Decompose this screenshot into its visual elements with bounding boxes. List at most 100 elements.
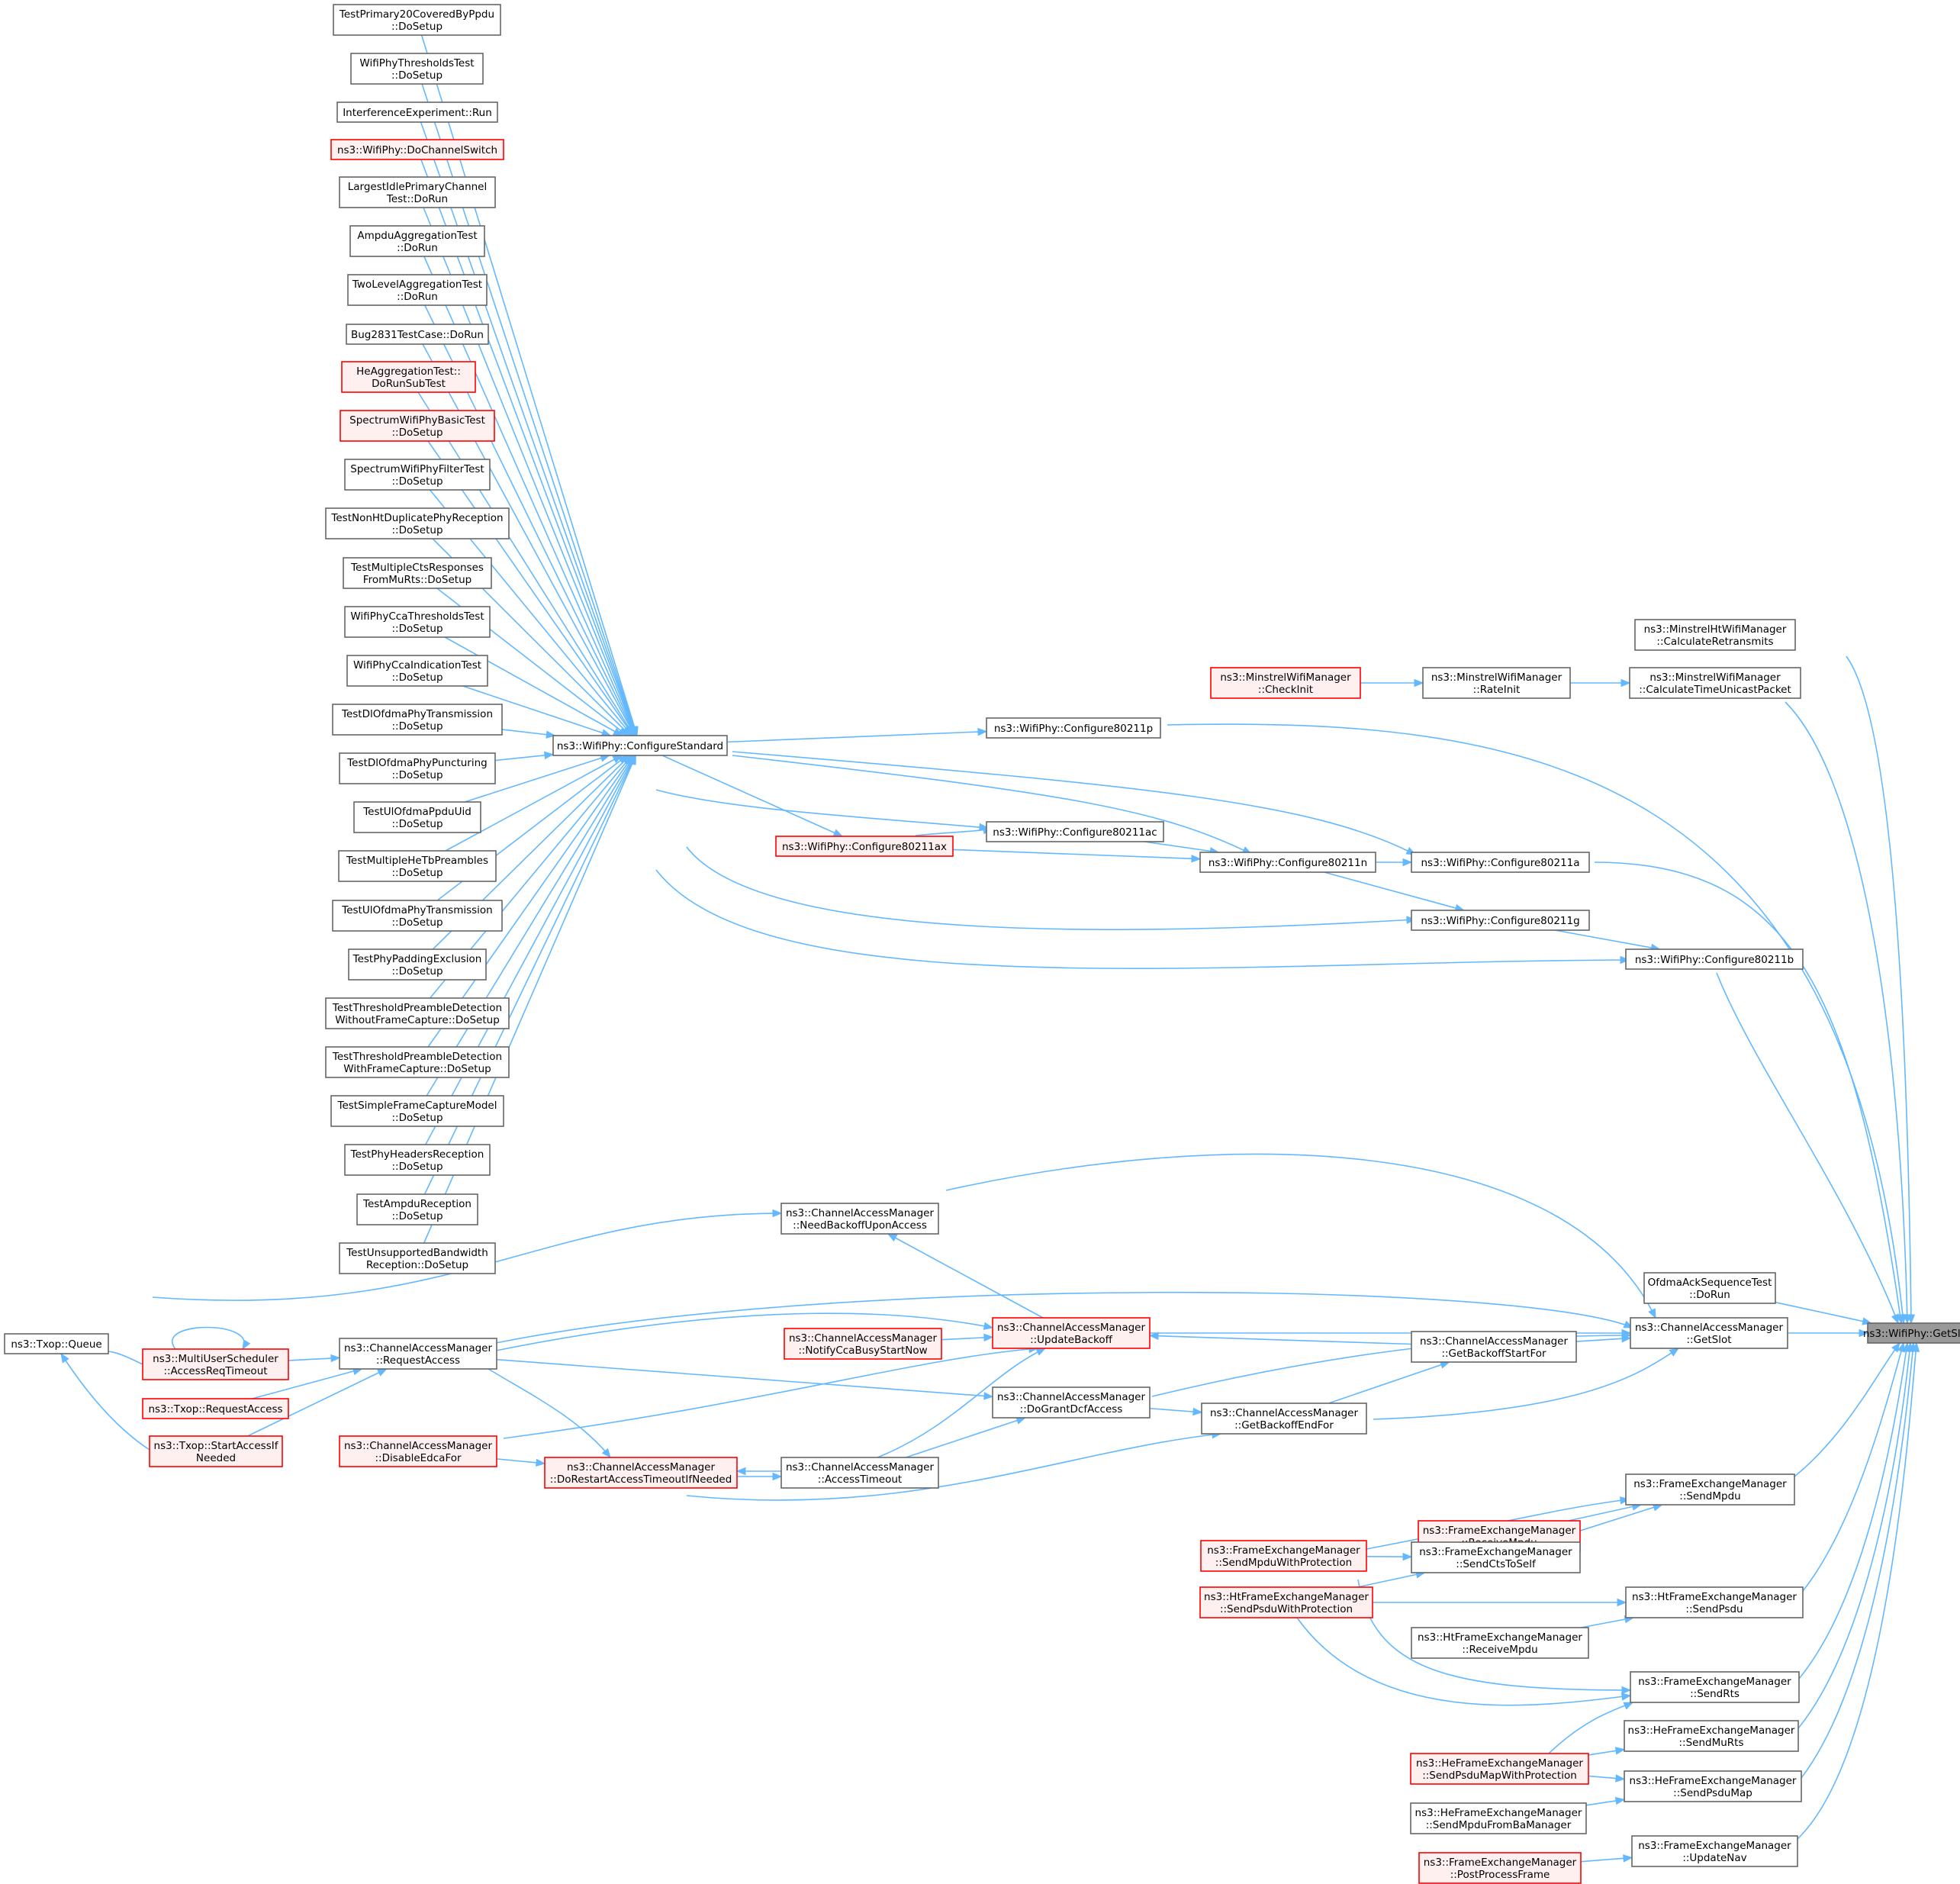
node-box[interactable] [1411, 1627, 1589, 1659]
node-t-dochsw[interactable]: ns3::WifiPhy::DoChannelSwitch [330, 139, 504, 160]
node-txop-req[interactable]: ns3::Txop::RequestAccess [142, 1398, 289, 1419]
node-t-twolvl[interactable]: TwoLevelAggregationTest::DoRun [347, 274, 488, 306]
node-mus-acc[interactable]: ns3::MultiUserScheduler::AccessReqTimeou… [142, 1348, 289, 1380]
node-box[interactable] [780, 1457, 939, 1489]
node-box[interactable] [1630, 1317, 1788, 1349]
node-box[interactable] [325, 507, 510, 539]
node-cfg-b[interactable]: ns3::WifiPhy::Configure80211b [1625, 948, 1804, 970]
node-t-phyhdr[interactable]: TestPhyHeadersReception::DoSetup [344, 1144, 491, 1176]
node-box[interactable] [1867, 1322, 1960, 1344]
node-t-multcts[interactable]: TestMultipleCtsResponsesFromMuRts::DoSet… [343, 557, 492, 589]
node-box[interactable] [784, 1328, 942, 1360]
node-t-thrw[interactable]: TestThresholdPreambleDetectionWithFrameC… [325, 1046, 510, 1078]
node-cfg-n[interactable]: ns3::WifiPhy::Configure80211n [1199, 852, 1376, 873]
node-box[interactable] [986, 717, 1161, 739]
node-box[interactable] [353, 801, 481, 833]
node-box[interactable] [1410, 1753, 1589, 1785]
node-hefem-smfba[interactable]: ns3::HeFrameExchangeManager::SendMpduFro… [1410, 1802, 1587, 1834]
node-t-ccathr[interactable]: WifiPhyCcaThresholdsTest::DoSetup [344, 606, 491, 638]
node-getslot[interactable]: ns3::WifiPhy::GetSlot [1863, 1322, 1960, 1344]
node-cam-getslot[interactable]: ns3::ChannelAccessManager::GetSlot [1630, 1317, 1788, 1349]
node-box[interactable] [142, 1348, 289, 1380]
node-box[interactable] [332, 900, 503, 932]
node-t-thr[interactable]: WifiPhyThresholdsTest::DoSetup [350, 53, 484, 85]
node-cfg-p[interactable]: ns3::WifiPhy::Configure80211p [986, 717, 1161, 739]
node-box[interactable] [1630, 1671, 1800, 1703]
node-cam-reqacc[interactable]: ns3::ChannelAccessManager::RequestAccess [339, 1338, 497, 1370]
node-hefem-murts[interactable]: ns3::HeFrameExchangeManager::SendMuRts [1624, 1720, 1799, 1752]
node-cam-dorestart[interactable]: ns3::ChannelAccessManager::DoRestartAcce… [544, 1457, 738, 1489]
node-box[interactable] [339, 1435, 497, 1467]
node-box[interactable] [544, 1457, 738, 1489]
node-t-ulppdu[interactable]: TestUlOfdmaPpduUid::DoSetup [353, 801, 481, 833]
node-cfg-g[interactable]: ns3::WifiPhy::Configure80211g [1411, 910, 1590, 931]
node-hefem-spmwp[interactable]: ns3::HeFrameExchangeManager::SendPsduMap… [1410, 1753, 1589, 1785]
node-box[interactable] [780, 1203, 939, 1235]
node-box[interactable] [339, 1242, 496, 1274]
node-box[interactable] [1411, 1331, 1577, 1363]
node-box[interactable] [986, 821, 1164, 842]
node-box[interactable] [992, 1317, 1151, 1349]
node-t-specfilt[interactable]: SpectrumWifiPhyFilterTest::DoSetup [344, 459, 491, 491]
node-box[interactable] [336, 101, 498, 123]
node-box[interactable] [4, 1333, 109, 1354]
node-cam-gbostart[interactable]: ns3::ChannelAccessManager::GetBackoffSta… [1411, 1331, 1577, 1363]
node-t-thrwo[interactable]: TestThresholdPreambleDetectionWithoutFra… [325, 997, 510, 1029]
node-box[interactable] [341, 361, 476, 393]
node-t-p20[interactable]: TestPrimary20CoveredByPpdu::DoSetup [333, 4, 501, 36]
node-t-dltx[interactable]: TestDlOfdmaPhyTransmission::DoSetup [332, 704, 503, 736]
node-box[interactable] [1625, 948, 1804, 970]
node-box[interactable] [332, 704, 503, 736]
node-fem-smwp[interactable]: ns3::FrameExchangeManager::SendMpduWithP… [1200, 1540, 1367, 1572]
node-box[interactable] [149, 1435, 283, 1467]
node-fem-updnav[interactable]: ns3::FrameExchangeManager::UpdateNav [1631, 1835, 1798, 1867]
node-t-ultx[interactable]: TestUlOfdmaPhyTransmission::DoSetup [332, 900, 503, 932]
node-fem-ppf[interactable]: ns3::FrameExchangeManager::PostProcessFr… [1418, 1852, 1582, 1884]
node-txop-queue[interactable]: ns3::Txop::Queue [4, 1333, 109, 1354]
node-box[interactable] [349, 225, 485, 257]
node-box[interactable] [1200, 1540, 1367, 1572]
node-box[interactable] [356, 1193, 478, 1225]
node-box[interactable] [325, 1046, 510, 1078]
node-cfg-a[interactable]: ns3::WifiPhy::Configure80211a [1411, 852, 1590, 873]
node-box[interactable] [325, 997, 510, 1029]
node-box[interactable] [348, 948, 487, 981]
node-box[interactable] [333, 4, 501, 36]
node-t-hetb[interactable]: TestMultipleHeTbPreambles::DoSetup [338, 850, 497, 882]
node-htfem-spwp[interactable]: ns3::HtFrameExchangeManager::SendPsduWit… [1199, 1586, 1373, 1618]
node-box[interactable] [346, 324, 489, 345]
node-t-padd[interactable]: TestPhyPaddingExclusion::DoSetup [348, 948, 487, 981]
node-box[interactable] [1201, 1403, 1367, 1435]
node-box[interactable] [1199, 852, 1376, 873]
node-cam-notcca[interactable]: ns3::ChannelAccessManager::NotifyCcaBusy… [784, 1328, 942, 1360]
node-box[interactable] [1625, 1586, 1804, 1618]
node-box[interactable] [1210, 667, 1361, 699]
node-t-specbasic[interactable]: SpectrumWifiPhyBasicTest::DoSetup [340, 410, 495, 442]
node-box[interactable] [339, 752, 496, 784]
node-box[interactable] [775, 836, 954, 857]
node-box[interactable] [344, 1144, 491, 1176]
node-fem-sendmpdu[interactable]: ns3::FrameExchangeManager::SendMpdu [1625, 1473, 1795, 1506]
node-box[interactable] [1631, 1835, 1798, 1867]
node-cam-needbo[interactable]: ns3::ChannelAccessManager::NeedBackoffUp… [780, 1203, 939, 1235]
node-t-nonht[interactable]: TestNonHtDuplicatePhyReception::DoSetup [325, 507, 510, 539]
node-t-ampdu[interactable]: AmpduAggregationTest::DoRun [349, 225, 485, 257]
node-ofdma-ack[interactable]: OfdmaAckSequenceTest::DoRun [1643, 1272, 1776, 1304]
node-box[interactable] [552, 735, 728, 756]
node-box[interactable] [1624, 1720, 1799, 1752]
node-cam-disedca[interactable]: ns3::ChannelAccessManager::DisableEdcaFo… [339, 1435, 497, 1467]
node-fem-cts[interactable]: ns3::FrameExchangeManager::SendCtsToSelf [1411, 1541, 1581, 1573]
node-box[interactable] [330, 1095, 504, 1127]
node-box[interactable] [344, 459, 491, 491]
node-mw-calctime[interactable]: ns3::MinstrelWifiManager::CalculateTimeU… [1629, 667, 1801, 699]
node-cam-updbo[interactable]: ns3::ChannelAccessManager::UpdateBackoff [992, 1317, 1151, 1349]
node-t-unsupbw[interactable]: TestUnsupportedBandwidthReception::DoSet… [339, 1242, 496, 1274]
node-box[interactable] [1634, 619, 1796, 651]
node-box[interactable] [1411, 852, 1590, 873]
node-t-bug[interactable]: Bug2831TestCase::DoRun [346, 324, 489, 345]
node-t-heagg[interactable]: HeAggregationTest::DoRunSubTest [341, 361, 476, 393]
node-box[interactable] [992, 1386, 1151, 1419]
node-t-sfcm[interactable]: TestSimpleFrameCaptureModel::DoSetup [330, 1095, 504, 1127]
node-box[interactable] [339, 176, 496, 208]
